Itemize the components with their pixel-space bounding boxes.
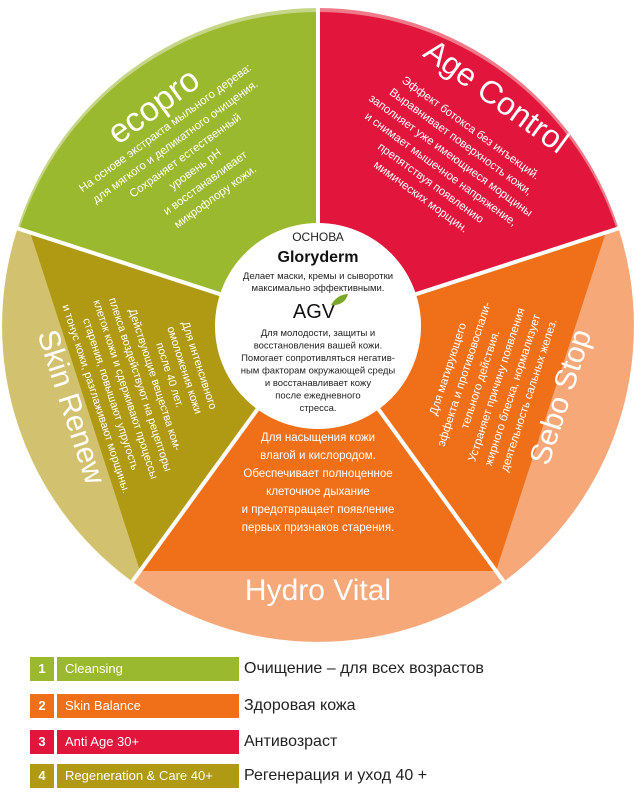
agv-logo: AGV bbox=[293, 294, 348, 323]
legend-description: Антивозраст bbox=[244, 733, 338, 750]
leaf-icon bbox=[331, 294, 348, 306]
agv-description-line: Помогает сопротивляться негатив- bbox=[241, 353, 395, 364]
legend-item-cleansing[interactable]: 1 Cleansing Очищение – для всех возрасто… bbox=[30, 657, 610, 681]
hydro-vital-brand: Hydro Vital bbox=[245, 574, 391, 607]
legend-description: Очищение – для всех возрастов bbox=[244, 660, 484, 677]
agv-description-line: Для молодости, защиты и bbox=[261, 328, 376, 339]
legend-description: Регенерация и уход 40 + bbox=[244, 767, 428, 784]
legend-number: 4 bbox=[30, 764, 54, 788]
hydro-vital-brand-text: Hydro Vital bbox=[245, 574, 391, 607]
description-line: клеточное дыхание bbox=[266, 486, 370, 498]
agv-description-line: после ежедневного bbox=[275, 391, 360, 402]
legend-item-regeneration[interactable]: 4 Regeneration & Care 40+ Регенерация и … bbox=[30, 764, 610, 788]
agv-description-line: ным факторам окружающей среды bbox=[241, 366, 396, 377]
legend-tag: Skin Balance bbox=[57, 694, 239, 718]
legend-tag: Anti Age 30+ bbox=[57, 730, 239, 754]
osnova-label: ОСНОВА bbox=[292, 230, 344, 244]
agv-logo-text: AGV bbox=[293, 301, 336, 323]
hydro-vital-segment bbox=[140, 326, 496, 571]
agv-description-line: стресса. bbox=[299, 403, 336, 414]
description-line: Обеспечивает полноценное bbox=[243, 468, 392, 480]
gloryderm-title: Gloryderm bbox=[278, 249, 359, 266]
legend-description: Здоровая кожа bbox=[244, 697, 356, 714]
legend-number: 3 bbox=[30, 730, 54, 754]
center-line-2: максимально эффективными. bbox=[252, 283, 385, 294]
ecopro-segment bbox=[19, 12, 319, 326]
legend-number: 2 bbox=[30, 694, 54, 718]
description-line: и предотвращает появление bbox=[242, 504, 395, 516]
legend-item-anti-age[interactable]: 3 Anti Age 30+ Антивозраст bbox=[30, 730, 610, 754]
agv-description: Для молодости, защиты и восстановления ва… bbox=[241, 328, 396, 414]
product-wheel-diagram: ecopro Age Control Sebo Stop Hydro Vital… bbox=[2, 8, 634, 642]
legend-tag: Regeneration & Care 40+ bbox=[57, 764, 239, 788]
hydro-vital-description: Для насыщения кожи влагой и кислородом. Об… bbox=[242, 432, 395, 534]
center-circle bbox=[215, 223, 421, 429]
agv-description-line: восстановления вашей кожи. bbox=[254, 341, 383, 352]
legend-number: 1 bbox=[30, 657, 54, 681]
center-line-1: Делает маски, кремы и сыворотки bbox=[243, 271, 393, 282]
legend-item-skin-balance[interactable]: 2 Skin Balance Здоровая кожа bbox=[30, 694, 610, 718]
description-line: влагой и кислородом. bbox=[260, 450, 376, 462]
description-line: Для насыщения кожи bbox=[261, 432, 375, 444]
age-control-segment bbox=[318, 12, 617, 326]
agv-description-line: и восстанавливает кожу bbox=[265, 378, 371, 389]
description-line: первых признаков старения. bbox=[242, 522, 395, 534]
legend-tag: Cleansing bbox=[57, 657, 239, 681]
